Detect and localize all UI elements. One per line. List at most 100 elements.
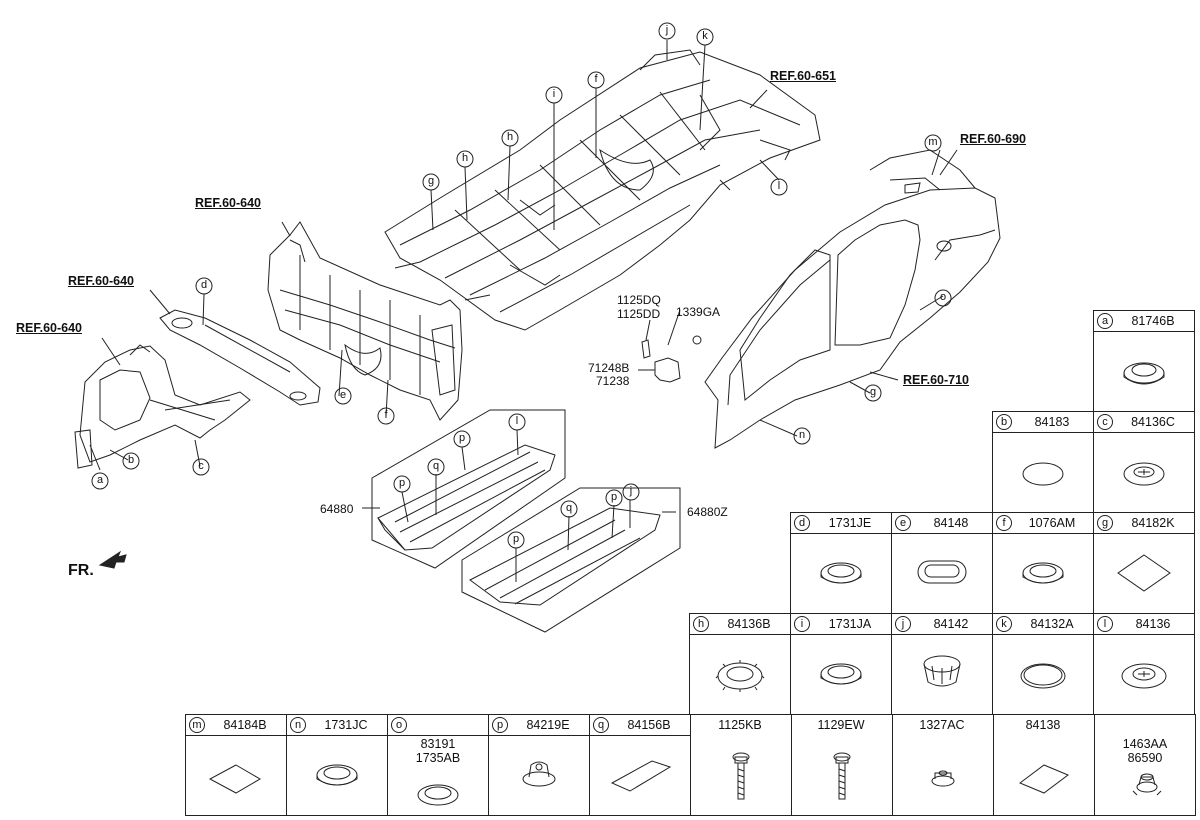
legend-cell-g[interactable]: g 84182K xyxy=(1093,512,1195,614)
callout-h[interactable]: h xyxy=(461,152,469,164)
legend-part-c: 84136C xyxy=(1131,415,1175,429)
callout-p[interactable]: p xyxy=(458,432,466,444)
front-arrow-icon xyxy=(98,550,127,569)
legend-part-p: 84219E xyxy=(526,718,570,732)
ref-60-640-cowl[interactable]: REF.60-640 xyxy=(68,274,135,288)
label-64880z: 64880Z xyxy=(687,505,728,519)
callout-o[interactable]: o xyxy=(939,291,947,303)
callout-l[interactable]: l xyxy=(777,180,781,192)
legend-letter-k: k xyxy=(996,616,1012,632)
legend-cell-1327ac[interactable]: 1327AC xyxy=(892,714,994,816)
plug-cross-icon xyxy=(1121,663,1167,689)
ref-60-690[interactable]: REF.60-690 xyxy=(960,132,1027,146)
legend-part-d: 1731JE xyxy=(828,516,872,530)
ring-plug-icon xyxy=(1022,562,1064,584)
legend-part-1125kb: 1125KB xyxy=(718,718,762,732)
callout-n[interactable]: n xyxy=(798,429,806,441)
legend-letter-g: g xyxy=(1097,515,1113,531)
toothed-grommet-icon xyxy=(715,660,765,692)
plug-flat-icon xyxy=(1022,462,1064,486)
callout-c[interactable]: c xyxy=(198,460,204,472)
callout-p[interactable]: p xyxy=(610,491,618,503)
callout-g[interactable]: g xyxy=(427,175,435,187)
legend-part-g: 84182K xyxy=(1131,516,1175,530)
legend-cell-1125kb[interactable]: 1125KB xyxy=(690,714,792,816)
cup-plug-icon xyxy=(923,655,961,687)
callout-a[interactable]: a xyxy=(96,474,104,486)
legend-part-m: 84184B xyxy=(223,718,267,732)
label-1339ga: 1339GA xyxy=(676,305,721,319)
callout-f[interactable]: f xyxy=(594,73,598,85)
nut-icon xyxy=(931,770,955,787)
ref-60-710[interactable]: REF.60-710 xyxy=(903,373,970,387)
ref-60-640-dash[interactable]: REF.60-640 xyxy=(195,196,262,210)
ref-60-640-member[interactable]: REF.60-640 xyxy=(16,321,83,335)
strip-pad-icon xyxy=(610,760,672,792)
label-71238: 71238 xyxy=(596,374,630,388)
legend-part-1129ew: 1129EW xyxy=(817,718,865,732)
legend-part-1463aa-numbers: 1463AA 86590 xyxy=(1122,737,1168,765)
front-side-member xyxy=(74,344,251,469)
callout-j[interactable]: j xyxy=(629,485,633,497)
callout-j[interactable]: j xyxy=(665,24,669,36)
callout-l[interactable]: l xyxy=(515,415,519,427)
callout-i[interactable]: i xyxy=(552,88,556,100)
legend-cell-d[interactable]: d 1731JE xyxy=(790,512,892,614)
side-body xyxy=(704,149,1001,449)
callout-f[interactable]: f xyxy=(384,409,388,421)
callout-e[interactable]: e xyxy=(339,389,347,401)
callout-p[interactable]: p xyxy=(512,533,520,545)
legend-cell-h[interactable]: h 84136B xyxy=(689,613,791,715)
callout-p[interactable]: p xyxy=(398,477,406,489)
legend-part-84138: 84138 xyxy=(1025,718,1061,732)
callout-d[interactable]: d xyxy=(200,279,208,291)
ring-plug-icon xyxy=(417,784,459,806)
legend-letter-n: n xyxy=(290,717,306,733)
legend-part-h: 84136B xyxy=(727,617,771,631)
bolt-icon xyxy=(833,752,851,800)
legend-letter-q: q xyxy=(593,717,609,733)
callout-q[interactable]: q xyxy=(565,502,573,514)
dash-panel xyxy=(267,221,463,421)
ref-60-651[interactable]: REF.60-651 xyxy=(770,69,837,83)
callout-b[interactable]: b xyxy=(127,454,135,466)
legend-part-e: 84148 xyxy=(933,516,969,530)
legend-cell-84138[interactable]: 84138 xyxy=(993,714,1095,816)
plug-cross-icon xyxy=(1123,462,1165,486)
callout-m[interactable]: m xyxy=(928,136,938,148)
callout-g[interactable]: g xyxy=(869,386,877,398)
legend-letter-d: d xyxy=(794,515,810,531)
callout-q[interactable]: q xyxy=(432,460,440,472)
legend-part-a: 81746B xyxy=(1131,314,1175,328)
callout-k[interactable]: k xyxy=(702,30,708,42)
bolt-icon xyxy=(732,752,750,800)
front-label: FR. xyxy=(68,562,94,579)
oval-plug-icon xyxy=(917,560,967,584)
legend-cell-1463aa[interactable]: 1463AA 86590 xyxy=(1094,714,1196,816)
bracket-71248b xyxy=(641,335,702,383)
ring-plug-icon xyxy=(316,764,358,786)
legend-cell-o[interactable]: o 83191 1735AB xyxy=(387,714,489,816)
legend-letter-h: h xyxy=(693,616,709,632)
legend-part-j: 84142 xyxy=(933,617,969,631)
callout-h[interactable]: h xyxy=(506,131,514,143)
square-pad-icon xyxy=(1019,764,1069,794)
ring-plug-icon xyxy=(820,562,862,584)
legend-cell-1129ew[interactable]: 1129EW xyxy=(791,714,893,816)
under-cover-rear xyxy=(461,487,681,633)
ring-plug-icon xyxy=(820,663,862,685)
